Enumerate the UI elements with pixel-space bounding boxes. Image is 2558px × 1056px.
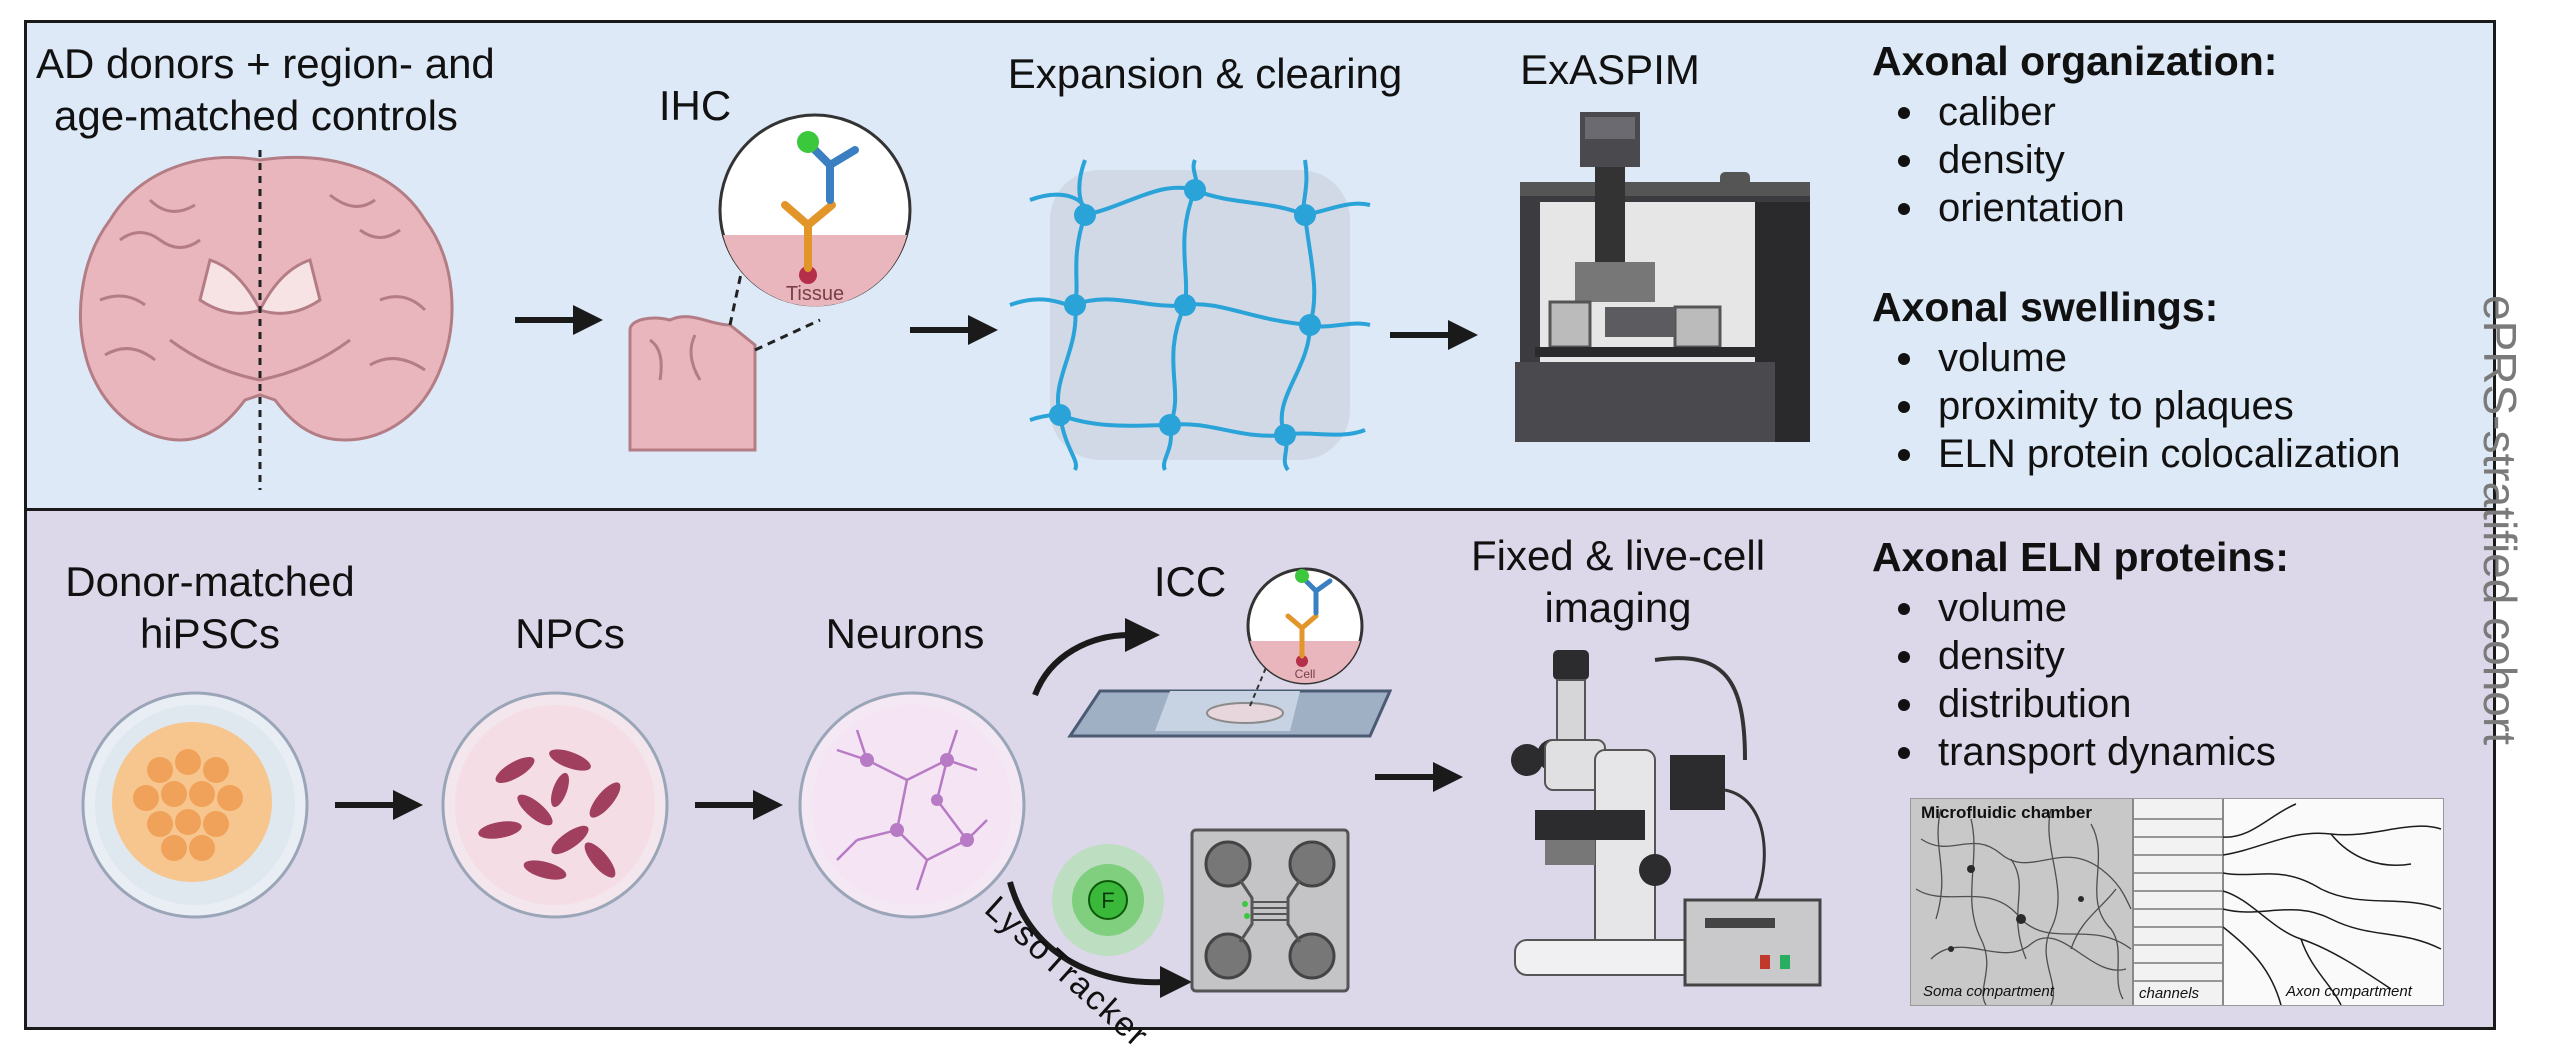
swellings-list: volume proximity to plaques ELN protein … [1888, 334, 2400, 478]
arrow-right-icon [515, 305, 603, 335]
lysotracker-icon: F [1007, 844, 1192, 998]
step-npcs-label: NPCs [515, 610, 625, 657]
npc-dish-icon [441, 691, 669, 919]
list-item: orientation [1888, 184, 2125, 232]
ihc-tissue-antibody-icon: Tissue [628, 113, 912, 452]
neuron-dish-icon [798, 691, 1026, 919]
list-item: proximity to plaques [1888, 382, 2400, 430]
arrow-right-icon [335, 790, 423, 820]
list-item: density [1888, 136, 2125, 184]
channels-label: channels [2139, 985, 2200, 1002]
list-item: volume [1888, 584, 2276, 632]
list-item: caliber [1888, 88, 2125, 136]
step-exaspim-label: ExASPIM [1520, 46, 1700, 93]
list-item: ELN protein colocalization [1888, 430, 2400, 478]
curved-arrow-icon [1032, 618, 1160, 697]
exaspim-microscope-icon [1515, 112, 1810, 442]
organization-list: caliber density orientation [1888, 88, 2125, 232]
list-item: distribution [1888, 680, 2276, 728]
arrow-right-icon [1390, 320, 1478, 350]
axon-label: Axon compartment [2286, 983, 2412, 1000]
arrow-right-icon [1375, 762, 1463, 792]
arrow-right-icon [910, 315, 998, 345]
organization-title: Axonal organization: [1872, 38, 2278, 84]
hydrogel-network-icon [1009, 159, 1371, 472]
eln-list: volume density distribution transport dy… [1888, 584, 2276, 776]
icc-label: ICC [1153, 558, 1227, 605]
lysotracker-badge: F [1101, 888, 1114, 913]
hipsc-dish-icon [81, 691, 309, 919]
icc-slide-icon: Cell [1067, 567, 1393, 738]
cell-label: Cell [1295, 667, 1316, 681]
step-neurons-label: Neurons [825, 610, 985, 657]
step-expansion-label: Expansion & clearing [1007, 50, 1403, 97]
list-item: transport dynamics [1888, 728, 2276, 776]
brain-slice-icon [79, 150, 454, 490]
microfluidic-device-icon [1190, 828, 1350, 993]
step-ihc-label: IHC [658, 82, 732, 129]
soma-label: Soma compartment [1923, 983, 2054, 1000]
list-item: volume [1888, 334, 2400, 382]
microfluidic-micrograph: Microfluidic chamber Soma compartment ch… [1910, 798, 2444, 1006]
light-microscope-icon [1511, 650, 1822, 987]
tissue-label: Tissue [786, 283, 844, 305]
micrograph-title: Microfluidic chamber [1921, 803, 2092, 822]
eln-title: Axonal ELN proteins: [1872, 534, 2289, 580]
swellings-title: Axonal swellings: [1872, 284, 2219, 330]
arrow-right-icon [695, 790, 783, 820]
list-item: density [1888, 632, 2276, 680]
